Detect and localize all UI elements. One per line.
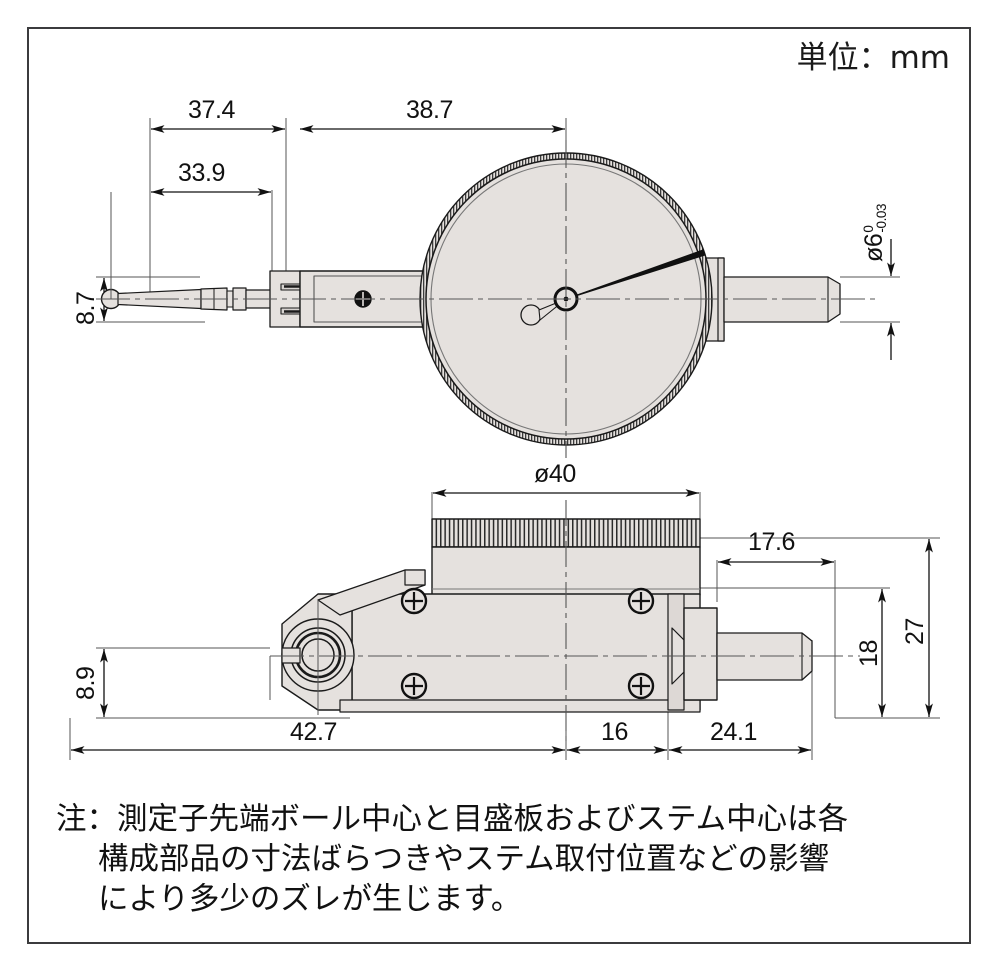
stem-tolerance: 0-0.03 xyxy=(861,203,890,233)
note-block: 注：測定子先端ボール中心と目盛板およびステム中心は各 構成部品の寸法ばらつきやス… xyxy=(56,800,946,920)
dim-label-37-4: 37.4 xyxy=(188,96,236,124)
top-view-group xyxy=(96,118,900,458)
dim-label-27: 27 xyxy=(901,617,929,645)
note-line-1: 注：測定子先端ボール中心と目盛板およびステム中心は各 xyxy=(56,802,849,837)
dim-label-24-1: 24.1 xyxy=(710,718,758,746)
housing-screws xyxy=(400,587,655,700)
dim-label-18: 18 xyxy=(855,639,883,667)
side-view-group xyxy=(69,489,940,760)
drawing-geometry xyxy=(69,118,940,760)
dim-label-17-6: 17.6 xyxy=(748,528,796,556)
dim-label-dial-diameter: ø40 xyxy=(534,460,576,488)
dim-label-33-9: 33.9 xyxy=(178,159,226,187)
dim-label-38-7: 38.7 xyxy=(406,96,454,124)
stem-tolerance-lower: -0.03 xyxy=(874,203,890,233)
dim-label-16: 16 xyxy=(601,718,629,746)
note-line-3: により多少のズレが生じます。 xyxy=(98,882,522,917)
unit-label: 単位：mm xyxy=(796,40,950,76)
dim-label-8-9: 8.9 xyxy=(72,666,100,700)
note-line-2: 構成部品の寸法ばらつきやステム取付位置などの影響 xyxy=(98,842,830,877)
dim-label-42-7: 42.7 xyxy=(290,718,338,746)
extension-lines-side xyxy=(269,600,319,715)
dim-label-8-7: 8.7 xyxy=(72,291,100,325)
stem-diameter-value: ø6 xyxy=(860,233,888,262)
